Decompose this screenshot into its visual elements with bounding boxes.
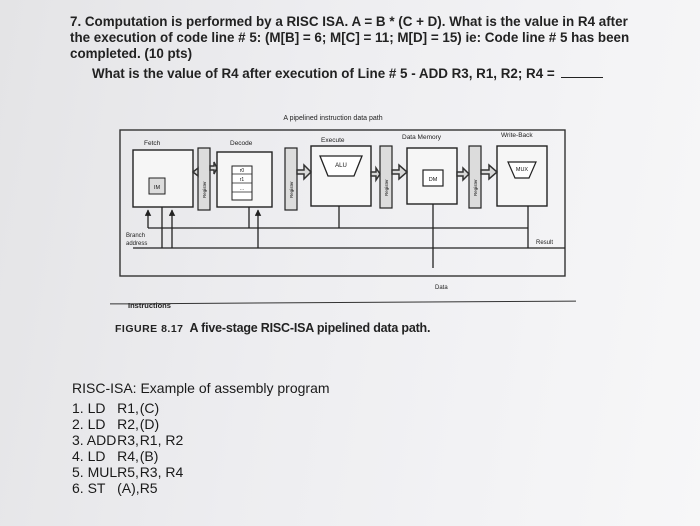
pipeline-figure: A pipelined instruction data path Fetch … — [119, 115, 566, 291]
dm-label: DM — [429, 177, 438, 183]
register-label: Register — [473, 179, 478, 196]
program-row: 1. LD R1, (C) — [72, 400, 183, 416]
register-label: Register — [202, 181, 207, 198]
figure-caption-text: A five-stage RISC-ISA pipelined data pat… — [189, 321, 431, 335]
program-row: 6. ST (A), R5 — [72, 480, 183, 496]
operand-src: (C) — [139, 400, 160, 416]
operand-dest: R5, — [117, 464, 139, 480]
figure-title: A pipelined instruction data path — [283, 115, 382, 122]
opcode: 6. ST — [72, 480, 106, 496]
rf-r0: r0 — [240, 168, 245, 174]
program-listing: 1. LD R1, (C) 2. LD R2, (D) 3. ADD R3, R… — [72, 400, 183, 496]
alu-unit — [319, 155, 363, 177]
program-row: 5. MUL R5, R3, R4 — [72, 464, 183, 480]
sub-question: What is the value of R4 after execution … — [92, 66, 603, 82]
operand-dest: R4, — [117, 448, 139, 464]
operand-dest: (A), — [117, 480, 140, 496]
feedback-lines — [133, 204, 565, 268]
mux-unit — [507, 161, 537, 179]
question-line-1: 7. Computation is performed by a RISC IS… — [70, 14, 628, 29]
instructions-label: Instructions — [128, 301, 171, 310]
register-label: Register — [384, 179, 389, 196]
answer-blank[interactable] — [560, 77, 603, 78]
operand-src: R1, R2 — [139, 432, 184, 448]
operand-src: R3, R4 — [139, 464, 184, 480]
question-line-2: the execution of code line # 5: (M[B] = … — [70, 30, 630, 45]
question-block: 7. Computation is performed by a RISC IS… — [70, 14, 630, 81]
address-label: address — [126, 241, 147, 247]
alu-label: ALU — [335, 163, 347, 169]
rf-r1: r1 — [240, 177, 245, 183]
im-unit — [148, 177, 166, 195]
flow-arrows — [191, 161, 499, 183]
stage-execute: Execute — [321, 137, 345, 144]
figure-number: FIGURE 8.17 — [115, 323, 184, 335]
opcode: 3. ADD — [72, 432, 117, 448]
stage-data-memory: Data Memory — [402, 134, 442, 141]
question-line-3: completed. (10 pts) — [70, 46, 193, 61]
opcode: 5. MUL — [72, 464, 118, 480]
program-title: RISC-ISA: Example of assembly program — [72, 380, 330, 396]
register-label: Register — [289, 181, 294, 198]
data-label: Data — [435, 285, 448, 291]
pipeline-registers — [197, 145, 482, 211]
program-row: 4. LD R4, (B) — [72, 448, 183, 464]
opcode: 2. LD — [72, 416, 106, 432]
program-row: 2. LD R2, (D) — [72, 416, 183, 432]
dm-unit — [422, 169, 444, 187]
sub-question-text: What is the value of R4 after execution … — [92, 66, 555, 81]
stage-decode: Decode — [230, 140, 253, 147]
mux-label: MUX — [516, 167, 529, 173]
stage-write-back: Write-Back — [501, 132, 533, 139]
operand-src: (B) — [139, 448, 159, 464]
pipeline-outline — [119, 129, 566, 277]
register-file — [231, 165, 253, 201]
opcode: 4. LD — [72, 448, 106, 464]
operand-src: R5 — [139, 480, 158, 496]
figure-caption: FIGURE 8.17 A five-stage RISC-ISA pipelin… — [115, 321, 430, 335]
result-label: Result — [536, 240, 553, 246]
rf-more: … — [240, 186, 245, 192]
im-label: IM — [154, 185, 161, 191]
opcode: 1. LD — [72, 400, 106, 416]
operand-dest: R2, — [117, 416, 139, 432]
program-row: 3. ADD R3, R1, R2 — [72, 432, 183, 448]
operand-dest: R1, — [117, 400, 139, 416]
operand-src: (D) — [139, 416, 160, 432]
operand-dest: R3, — [117, 432, 139, 448]
stage-fetch: Fetch — [144, 140, 161, 147]
branch-label: Branch — [126, 233, 145, 239]
